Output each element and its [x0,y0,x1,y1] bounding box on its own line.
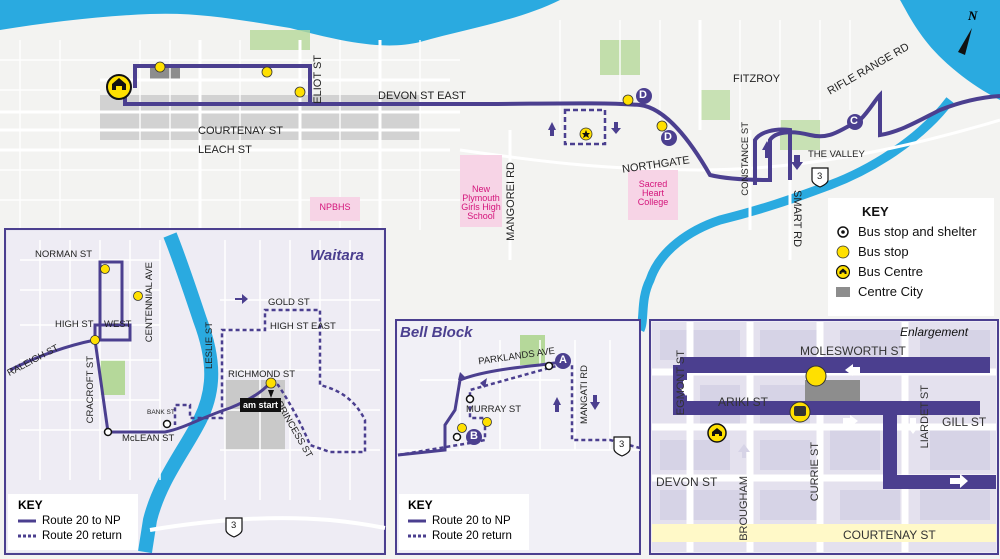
bus-stops [154,61,668,132]
street-molesworth: MOLESWORTH ST [800,344,906,358]
street-murray: MURRAY ST [466,404,522,415]
key-panel-bg [828,198,994,316]
school-npghs [460,155,502,227]
street-courtenay-enl: COURTENAY ST [843,528,936,542]
bellblock-return [397,363,641,457]
area-the-valley: THE VALLEY [808,149,865,160]
centre-city-block [150,68,180,80]
sea [0,0,560,46]
street-high-east: HIGH ST EAST [270,321,336,332]
valley-loop [753,127,792,185]
highway-number-waitara: 3 [231,520,237,531]
street-leach: LEACH ST [198,144,252,156]
street-richmond: RICHMOND ST [228,369,296,380]
bellblock-key-title: KEY [408,498,433,512]
highway-shield-main [811,167,829,188]
waitara-route [9,260,272,434]
solid-route-icon [18,519,36,523]
waitara-key-title: KEY [18,498,43,512]
street-smart-rd: SMART RD [791,190,803,248]
street-west: WEST [104,319,132,330]
street-gill: GILL ST [942,415,987,429]
key-item-centre: Bus Centre [836,264,992,279]
key: KEY Bus stop and shelter Bus stop Bus Ce… [836,204,992,299]
bellblock-title: Bell Block [400,324,473,341]
main-route-loop [123,64,312,106]
centre-city-key-icon [836,286,850,297]
park [250,30,310,50]
street-egmont: EGMONT ST [675,350,687,416]
street-gold: GOLD ST [268,297,310,308]
am-start-label: am start [240,398,282,412]
street-brougham: BROUGHAM [738,476,750,541]
school-sacred-heart [628,170,678,220]
bus-centre-key-icon [836,264,850,279]
highway-number-main: 3 [817,171,823,182]
street-mangati: MANGATI RD [579,365,590,424]
shelter-stop-icon [837,225,849,238]
suburb-fitzroy: FITZROY [733,73,781,85]
marker-b: B [470,430,478,442]
street-mclean: McLEAN ST [122,433,175,444]
street-constance: CONSTANCE ST [740,122,751,196]
street-high-st: HIGH ST [55,319,94,330]
bus-centre-icon [106,74,132,100]
street-ariki: ARIKI ST [718,395,769,409]
waitara-highway-shield [225,517,243,538]
route-markers [636,88,863,146]
street-centennial: CENTENNIAL AVE [144,262,155,343]
marker-d-1: D [639,89,647,101]
bellblock-key: KEY Route 20 to NP Route 20 return [400,494,528,546]
street-liardet: LIARDET ST [919,385,931,449]
street-mangorei: MANGOREI RD [505,162,517,241]
key-title: KEY [862,204,889,219]
north-label: N [968,8,978,23]
dashed-route-icon [408,534,426,538]
street-cracroft: CRACROFT ST [85,356,96,424]
street-bank: BANK ST [147,409,175,416]
school-npbhs-label: NPBHS [319,202,351,212]
school-npbhs [310,197,360,221]
bellblock-route [397,360,563,457]
direction-arrows [548,122,803,170]
waitara-return [173,308,367,454]
street-currie: CURRIE ST [809,442,821,502]
river [635,97,954,333]
key-item-stop: Bus stop [836,244,992,259]
marker-a: A [559,354,567,366]
park [700,90,730,120]
street-eliot: ELIOT ST [312,55,324,104]
main-route-dashed [563,108,607,146]
north-arrow-icon [958,28,972,55]
highway-number-bellblock: 3 [619,439,625,450]
waitara-river [138,232,219,554]
marker-d-2: D [664,131,672,143]
solid-route-icon [408,519,426,523]
dashed-route-icon [18,534,36,538]
school-npghs-label: New Plymouth Girls High School [461,184,501,221]
bus-stop-icon [836,245,850,258]
street-devon: DEVON ST [656,475,718,489]
street-devon-east: DEVON ST EAST [378,90,466,102]
enlargement-title: Enlargement [900,325,969,339]
bellblock-highway-shield [613,436,631,457]
marker-c: C [850,115,858,127]
sea-right [900,0,1000,100]
key-item-centre-city: Centre City [836,284,992,299]
waitara-key: KEY Route 20 to NP Route 20 return [10,494,138,546]
street-courtenay: COURTENAY ST [198,125,283,137]
school-sacred-heart-label: Sacred Heart College [637,179,669,207]
street-leslie: LESLIE ST [204,322,215,369]
waitara-title: Waitara [310,247,364,264]
street-norman: NORMAN ST [35,249,92,260]
key-item-shelter: Bus stop and shelter [836,224,992,239]
